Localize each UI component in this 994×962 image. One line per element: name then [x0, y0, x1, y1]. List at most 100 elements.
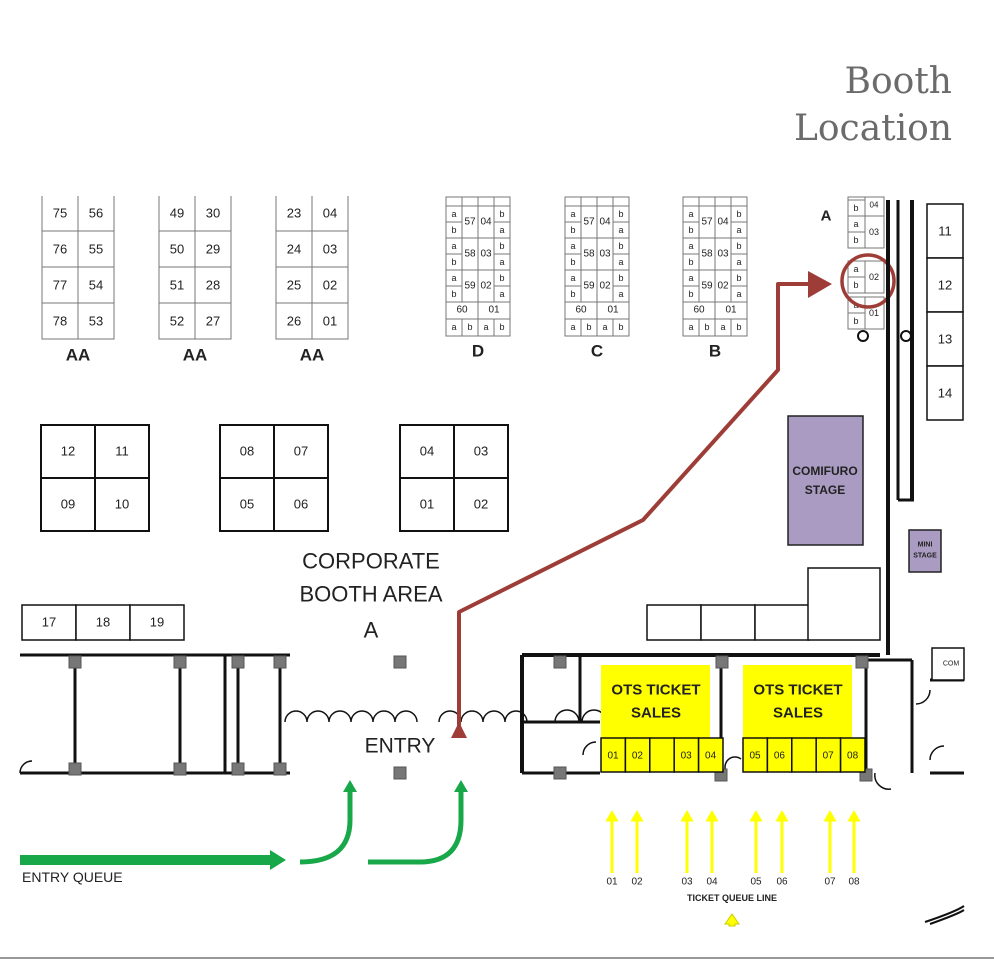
booth-cell[interactable]: 08: [219, 424, 275, 479]
booth-number: 02: [717, 281, 729, 292]
ticket-window[interactable]: [791, 737, 817, 773]
booth-cell[interactable]: 01: [399, 477, 455, 532]
ticket-window[interactable]: 08: [839, 737, 866, 773]
booth-cell[interactable]: 03: [453, 424, 509, 479]
booth-cell[interactable]: 50: [158, 230, 196, 268]
booth-cell[interactable]: 14: [926, 365, 964, 421]
booth-number: 51: [170, 278, 184, 293]
walls-right: [857, 200, 914, 655]
booth-number: 02: [323, 278, 337, 293]
ticket-queue-label: TICKET QUEUE LINE: [687, 893, 777, 903]
ticket-window[interactable]: 01: [600, 737, 627, 773]
lane-number: 01: [606, 877, 618, 888]
sub-label: a: [451, 209, 456, 219]
booth-number: 60: [693, 305, 705, 316]
booth-cell[interactable]: 13: [926, 311, 964, 367]
booth-cell[interactable]: 05: [219, 477, 275, 532]
entry-queue-label: ENTRY QUEUE: [22, 869, 123, 885]
queue-lane: 08: [847, 809, 861, 888]
booth-cell[interactable]: 03: [311, 230, 349, 268]
ticket-window[interactable]: 03: [673, 737, 700, 773]
booth-cell[interactable]: 07: [273, 424, 329, 479]
booth-number: 11: [938, 224, 952, 239]
booth-cell[interactable]: 04: [311, 194, 349, 232]
booth-cell[interactable]: 29: [194, 230, 232, 268]
sub-booth: [493, 318, 511, 337]
booth-cell[interactable]: 25: [275, 266, 313, 304]
booth-cell[interactable]: 51: [158, 266, 196, 304]
booth-cell-box: [40, 477, 96, 532]
booth-cell[interactable]: 53: [77, 302, 115, 340]
stage-label: MINI: [918, 542, 933, 549]
booth-cell[interactable]: 12: [926, 257, 964, 313]
booth-cell-box: [273, 477, 329, 532]
ticket-window[interactable]: 06: [766, 737, 793, 773]
booth-cell[interactable]: 11: [94, 424, 150, 479]
sub-label: b: [499, 209, 504, 219]
booth-number: 04: [420, 444, 434, 459]
booth-cell[interactable]: 01: [311, 302, 349, 340]
booth-cell[interactable]: 12: [40, 424, 96, 479]
booth-cell[interactable]: 23: [275, 194, 313, 232]
booth-cell[interactable]: 30: [194, 194, 232, 232]
pillar-icon: [855, 655, 869, 669]
pillar-icon: [393, 766, 407, 780]
booth-cell[interactable]: 75: [41, 194, 79, 232]
booth-cell[interactable]: 10: [94, 477, 150, 532]
booth-number: 17: [42, 615, 56, 630]
sub-label: a: [570, 273, 575, 283]
booth-cell[interactable]: 78: [41, 302, 79, 340]
ticket-window[interactable]: 02: [624, 737, 651, 773]
queue-lane: 05: [749, 809, 763, 888]
booth-cell[interactable]: 19: [129, 604, 185, 641]
booth-cell[interactable]: 56: [77, 194, 115, 232]
lane-number: 08: [848, 877, 860, 888]
ticket-window[interactable]: [649, 737, 675, 773]
booth-cell[interactable]: 77: [41, 266, 79, 304]
booth-cell[interactable]: 02: [311, 266, 349, 304]
ticket-window[interactable]: 05: [742, 737, 769, 773]
booth-cell[interactable]: 27: [194, 302, 232, 340]
booth-cell[interactable]: 52: [158, 302, 196, 340]
ticket-window[interactable]: 07: [815, 737, 842, 773]
booth-cell[interactable]: 17: [21, 604, 77, 641]
booth-cell[interactable]: 55: [77, 230, 115, 268]
booth-cell[interactable]: 49: [158, 194, 196, 232]
booth-cell[interactable]: 04: [399, 424, 455, 479]
booth-cell[interactable]: 11: [926, 203, 964, 259]
ticket-window[interactable]: 04: [697, 737, 724, 773]
booth-cell[interactable]: 28: [194, 266, 232, 304]
booth-cell[interactable]: 02: [453, 477, 509, 532]
booth-cell[interactable]: 24: [275, 230, 313, 268]
block-clip: [40, 190, 116, 196]
booth-number: 26: [287, 314, 301, 329]
booth-cell-box: [219, 424, 275, 479]
block-label: C: [591, 342, 603, 361]
sub-label: a: [570, 209, 575, 219]
booth-cell[interactable]: 54: [77, 266, 115, 304]
booth-cell[interactable]: 26: [275, 302, 313, 340]
window-box: [839, 737, 866, 773]
booth-cell[interactable]: 18: [75, 604, 131, 641]
booth-cell[interactable]: 06: [273, 477, 329, 532]
booth-cell[interactable]: 76: [41, 230, 79, 268]
booth-number: 03: [480, 249, 492, 260]
booth-cell[interactable]: 09: [40, 477, 96, 532]
